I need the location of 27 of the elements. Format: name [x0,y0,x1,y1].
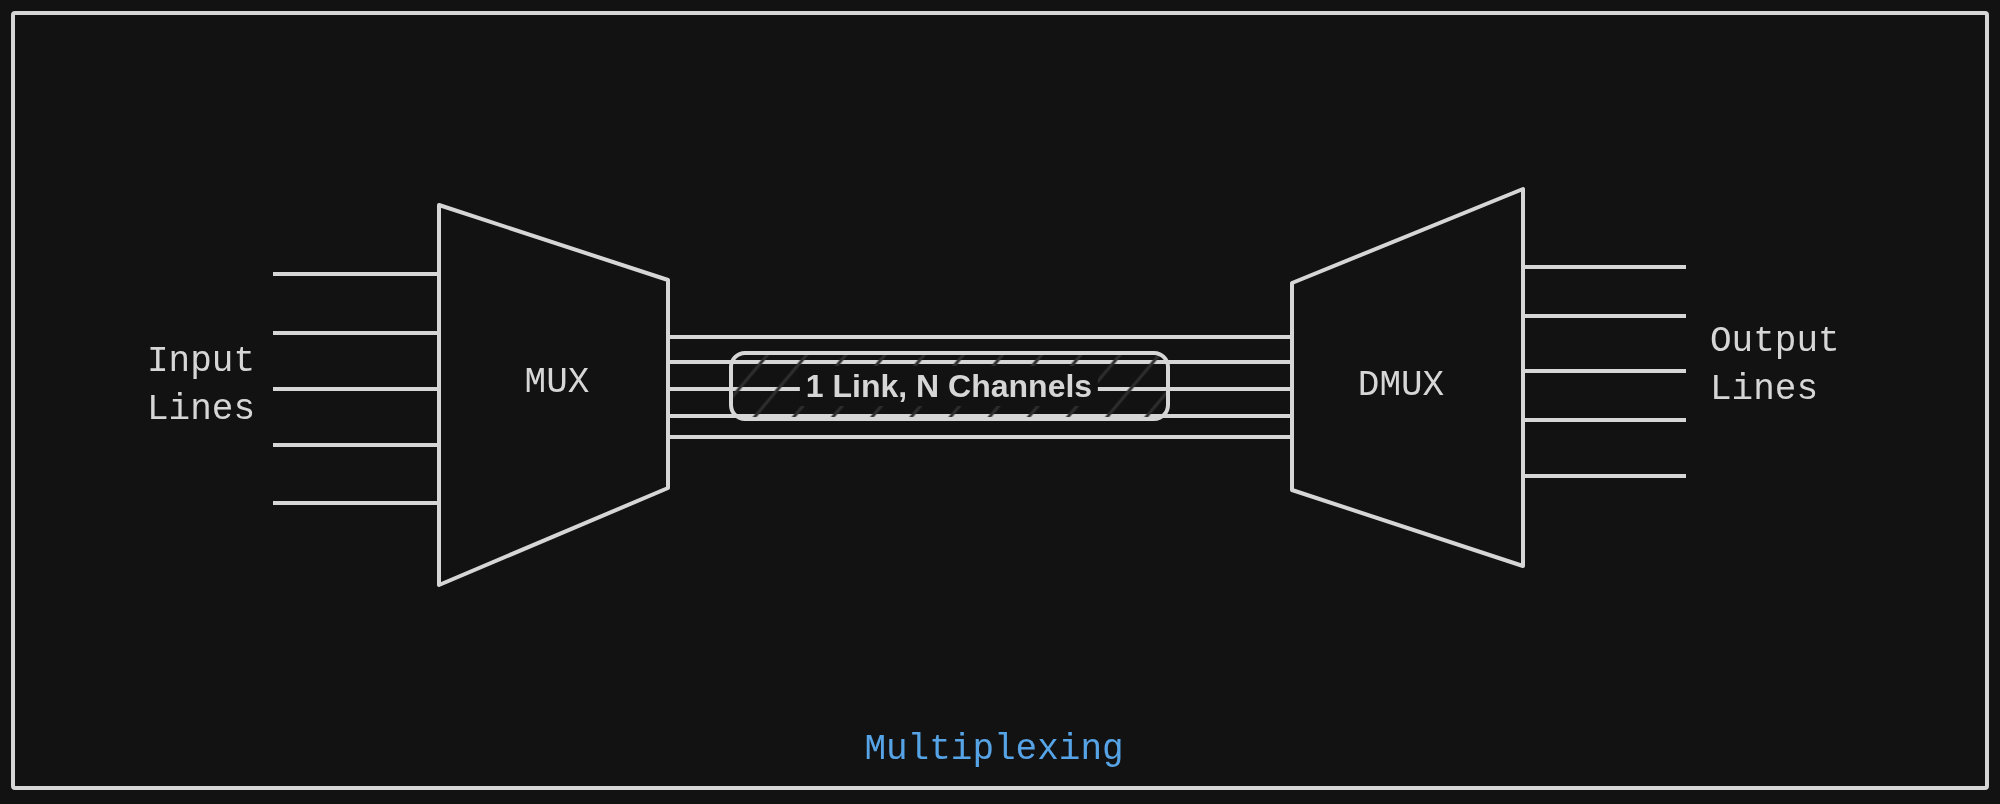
signal-line [273,501,439,505]
signal-line [668,335,1292,339]
side-label: Input Lines [147,340,257,432]
signal-line [1524,369,1686,373]
signal-line [668,414,731,418]
link-label: 1 Link, N Channels [799,366,1099,406]
signal-line [668,387,731,391]
signal-line [1524,474,1686,478]
signal-line [1524,314,1686,318]
block-label: MUX [524,361,590,405]
caption: Multiplexing [864,728,1124,772]
signal-line [1168,387,1292,391]
signal-line [273,443,439,447]
multiplexer-trapezoid [437,203,670,587]
signal-line [668,360,731,364]
signal-line [273,387,439,391]
signal-line [1168,414,1292,418]
signal-line [273,331,439,335]
signal-line [1168,360,1292,364]
signal-line [1524,265,1686,269]
signal-line [1524,418,1686,422]
signal-line [668,435,1292,439]
side-label: Output Lines [1710,320,1841,412]
block-label: DMUX [1357,364,1445,408]
signal-line [273,272,439,276]
link-bundle-box [729,351,1170,421]
demultiplexer-trapezoid [1290,187,1526,568]
